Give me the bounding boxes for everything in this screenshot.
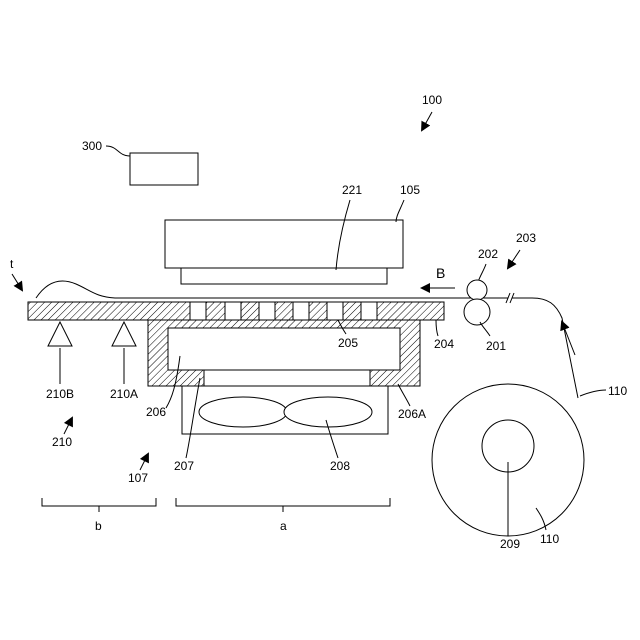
- label-110-roll: 110: [540, 532, 559, 546]
- suction-chamber-wall: [148, 320, 420, 386]
- web-medium-leader: [580, 390, 606, 396]
- label-204: 204: [434, 337, 454, 351]
- region-b-brace: [42, 498, 156, 506]
- label-205: 205: [338, 336, 358, 350]
- roller-202: [467, 280, 487, 300]
- label-B: B: [436, 265, 445, 281]
- device-pointer-arrow: [422, 112, 432, 130]
- label-107: 107: [128, 471, 148, 485]
- suction-hole-3: [259, 302, 275, 320]
- suction-hole-6: [361, 302, 377, 320]
- label-300: 300: [82, 139, 102, 153]
- label-201: 201: [486, 339, 506, 353]
- platen-leader: [436, 320, 438, 336]
- label-206: 206: [146, 405, 166, 419]
- label-208: 208: [330, 459, 350, 473]
- label-105: 105: [400, 183, 420, 197]
- controller-box: [130, 153, 198, 185]
- roller-201: [464, 299, 490, 325]
- drying-unit-arrow: [140, 454, 148, 470]
- region-a-brace: [176, 498, 390, 506]
- label-110-web: 110: [608, 384, 627, 398]
- label-221: 221: [342, 183, 362, 197]
- label-207: 207: [174, 459, 194, 473]
- sensor-210B: [48, 322, 72, 346]
- label-206A: 206A: [398, 407, 426, 421]
- label-100: 100: [422, 93, 442, 107]
- head-nozzle-plate: [181, 268, 387, 284]
- chamber-wall-leader: [398, 384, 410, 406]
- label-210: 210: [52, 435, 72, 449]
- sensor-210A: [112, 322, 136, 346]
- label-210B: 210B: [46, 387, 74, 401]
- label-202: 202: [478, 247, 498, 261]
- roller-bottom-leader: [480, 322, 490, 336]
- roller-top-leader: [478, 264, 486, 282]
- sensor-group-arrow: [64, 418, 72, 434]
- sheet-edge-arrow: [12, 274, 22, 290]
- label-209: 209: [500, 537, 520, 551]
- suction-hole-1: [190, 302, 206, 320]
- suction-hole-4: [293, 302, 309, 320]
- medium-web-to-roll: [512, 298, 578, 398]
- label-a: a: [280, 519, 287, 533]
- label-b: b: [95, 519, 102, 533]
- label-203: 203: [516, 231, 536, 245]
- suction-hole-5: [327, 302, 343, 320]
- label-t: t: [10, 257, 14, 271]
- suction-hole-2: [225, 302, 241, 320]
- feed-unit-arrow: [508, 250, 520, 268]
- controller-leader: [106, 146, 130, 156]
- head-leader: [396, 200, 404, 222]
- fan-blade-right: [284, 397, 372, 427]
- fan-blade-left: [199, 397, 287, 427]
- label-210A: 210A: [110, 387, 138, 401]
- print-head: [165, 220, 403, 268]
